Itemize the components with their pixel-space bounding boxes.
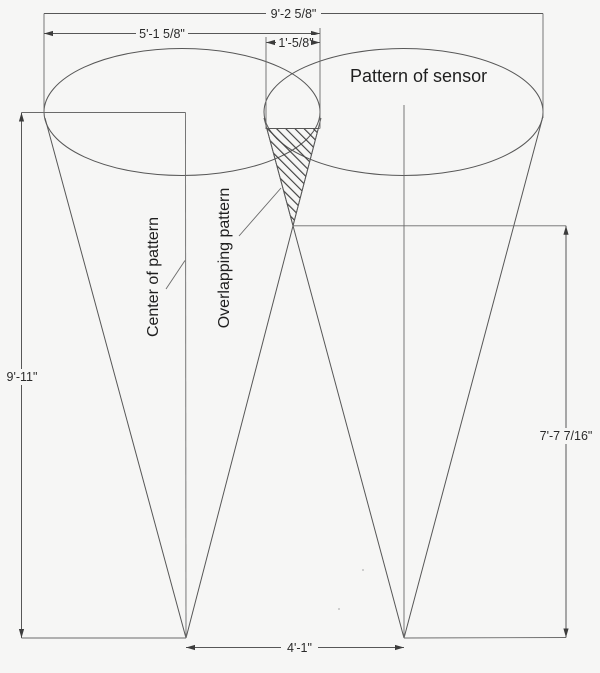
- dim-left-width-label: 5'-1 5/8": [139, 27, 185, 41]
- dim-label-mask: [3, 369, 41, 385]
- dim-left-height-arrowhead-top: [18, 112, 25, 122]
- left-pattern-centerline: [185, 112, 187, 639]
- dim-apex-spacing-label: 4'-1": [287, 641, 312, 655]
- dim-left-width-arrowhead-right: [311, 30, 320, 37]
- dim-overlap-width-label: 1'-5/8": [278, 36, 313, 50]
- right-cone-right-edge: [403, 117, 543, 639]
- dim-overlap-height-arrowhead-top: [563, 225, 569, 235]
- dim-overlap-width-arrowhead-left: [266, 39, 275, 46]
- dim-overlap-height-ext-bottom: [403, 637, 567, 639]
- dim-left-width-arrowhead-left: [44, 30, 53, 37]
- scan-speck: [338, 608, 340, 610]
- overlapping-pattern-leader: [238, 187, 282, 237]
- left-cone-left-edge: [44, 117, 187, 639]
- dim-total-width-label: 9'-2 5/8": [271, 7, 317, 21]
- overlapping-pattern-label: Overlapping pattern: [216, 188, 233, 329]
- dim-left-height-arrowhead-bottom: [18, 629, 25, 638]
- dim-label-mask: [136, 26, 188, 41]
- pattern-of-sensor-label: Pattern of sensor: [350, 66, 487, 86]
- center-of-pattern-leader: [165, 260, 186, 290]
- dim-apex-spacing-arrowhead-left: [186, 644, 195, 651]
- scan-speck: [362, 569, 364, 571]
- dim-label-mask: [276, 35, 316, 50]
- dim-left-height-label: 9'-11": [7, 370, 38, 384]
- dim-label-mask: [281, 640, 318, 655]
- dim-label-mask: [538, 428, 594, 444]
- dim-overlap-height-arrowhead-bottom: [563, 628, 569, 638]
- dim-overlap-width-arrowhead-right: [311, 39, 320, 46]
- dim-apex-spacing-arrowhead-right: [395, 644, 404, 651]
- dim-label-mask: [266, 6, 321, 21]
- center-of-pattern-label: Center of pattern: [145, 217, 162, 337]
- dim-overlap-height-label: 7'-7 7/16": [540, 429, 593, 443]
